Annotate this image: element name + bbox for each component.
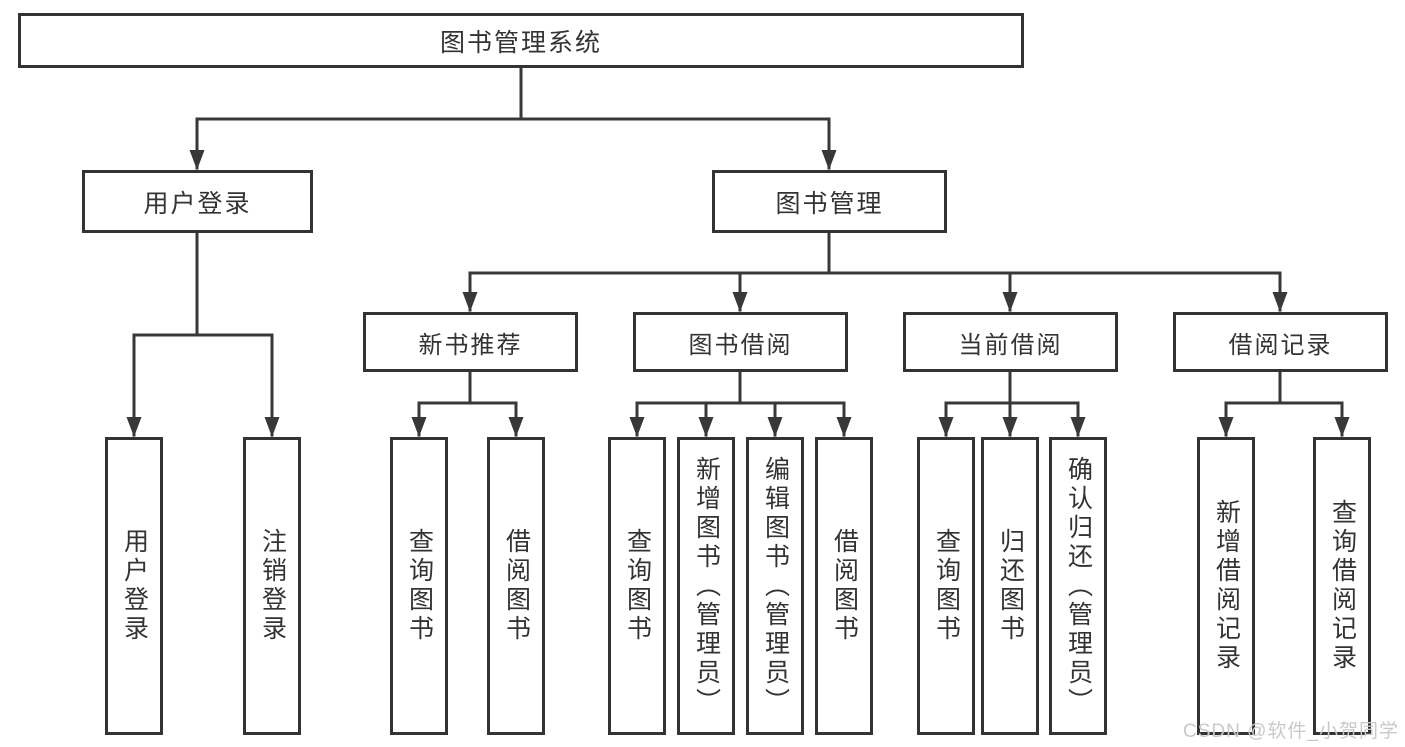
leaf-edit-books-admin: 编辑图书（管理员）: [746, 437, 804, 735]
node-user-login: 用户登录: [82, 170, 313, 233]
node-new-book-recommendation: 新书推荐: [363, 312, 578, 372]
leaf-label: 借阅图书: [830, 528, 859, 644]
leaf-label: 用户登录: [120, 528, 149, 644]
leaf-query-books-borrowing: 查询图书: [608, 437, 666, 735]
leaf-query-books-current: 查询图书: [917, 437, 975, 735]
leaf-label: 查询借阅记录: [1328, 499, 1357, 673]
node-label: 当前借阅: [958, 331, 1063, 359]
node-label: 图书管理系统: [439, 28, 602, 57]
leaf-borrow-books: 借阅图书: [815, 437, 873, 735]
node-current-borrowing: 当前借阅: [903, 312, 1118, 372]
leaf-add-borrow-record: 新增借阅记录: [1197, 437, 1255, 735]
leaf-return-books: 归还图书: [981, 437, 1039, 735]
leaf-label: 借阅图书: [502, 528, 531, 644]
node-label: 图书管理: [775, 189, 884, 218]
leaf-label: 确认归还（管理员）: [1064, 455, 1093, 717]
leaf-logout: 注销登录: [243, 437, 301, 735]
node-label: 用户登录: [143, 189, 252, 218]
leaf-confirm-return-admin: 确认归还（管理员）: [1049, 437, 1107, 735]
node-label: 新书推荐: [418, 331, 523, 359]
leaf-add-books-admin: 新增图书（管理员）: [677, 437, 735, 735]
leaf-label: 新增图书（管理员）: [692, 455, 721, 717]
leaf-label: 编辑图书（管理员）: [761, 455, 790, 717]
node-book-borrowing: 图书借阅: [633, 312, 848, 372]
leaf-label: 查询图书: [405, 528, 434, 644]
leaf-user-login: 用户登录: [105, 437, 163, 735]
node-label: 图书借阅: [688, 331, 793, 359]
leaf-query-books-recommend: 查询图书: [390, 437, 448, 735]
node-borrowing-records: 借阅记录: [1173, 312, 1388, 372]
leaf-label: 查询图书: [932, 528, 961, 644]
node-library-management-system: 图书管理系统: [18, 13, 1024, 68]
leaf-label: 注销登录: [258, 528, 287, 644]
node-label: 借阅记录: [1228, 331, 1333, 359]
leaf-label: 查询图书: [623, 528, 652, 644]
leaf-query-borrow-record: 查询借阅记录: [1313, 437, 1371, 735]
leaf-label: 归还图书: [996, 528, 1025, 644]
leaf-label: 新增借阅记录: [1212, 499, 1241, 673]
csdn-watermark: CSDN @软件_小贺同学: [1183, 721, 1399, 742]
node-book-management: 图书管理: [712, 170, 947, 233]
leaf-borrow-books-recommend: 借阅图书: [487, 437, 545, 735]
